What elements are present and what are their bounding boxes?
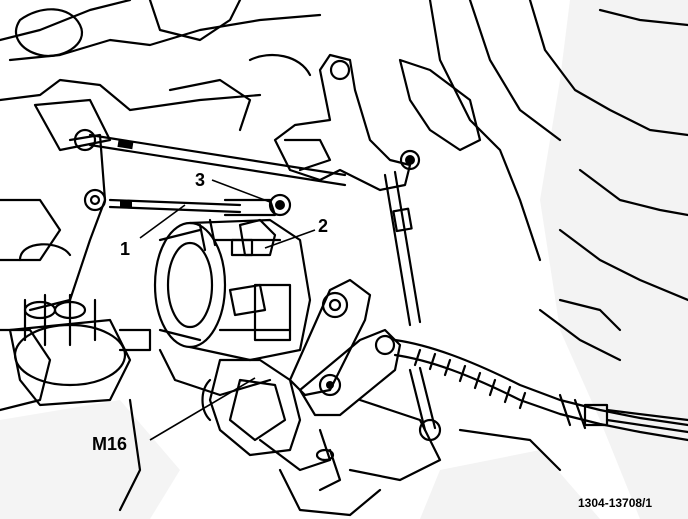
callout-m16: M16 — [92, 434, 127, 454]
callout-1: 1 — [120, 239, 130, 259]
callout-3: 3 — [195, 170, 205, 190]
figure-reference: 1304-13708/1 — [578, 496, 652, 510]
callout-2: 2 — [318, 216, 328, 236]
callout-leaders — [139, 179, 316, 441]
dark-fills — [117, 138, 415, 389]
